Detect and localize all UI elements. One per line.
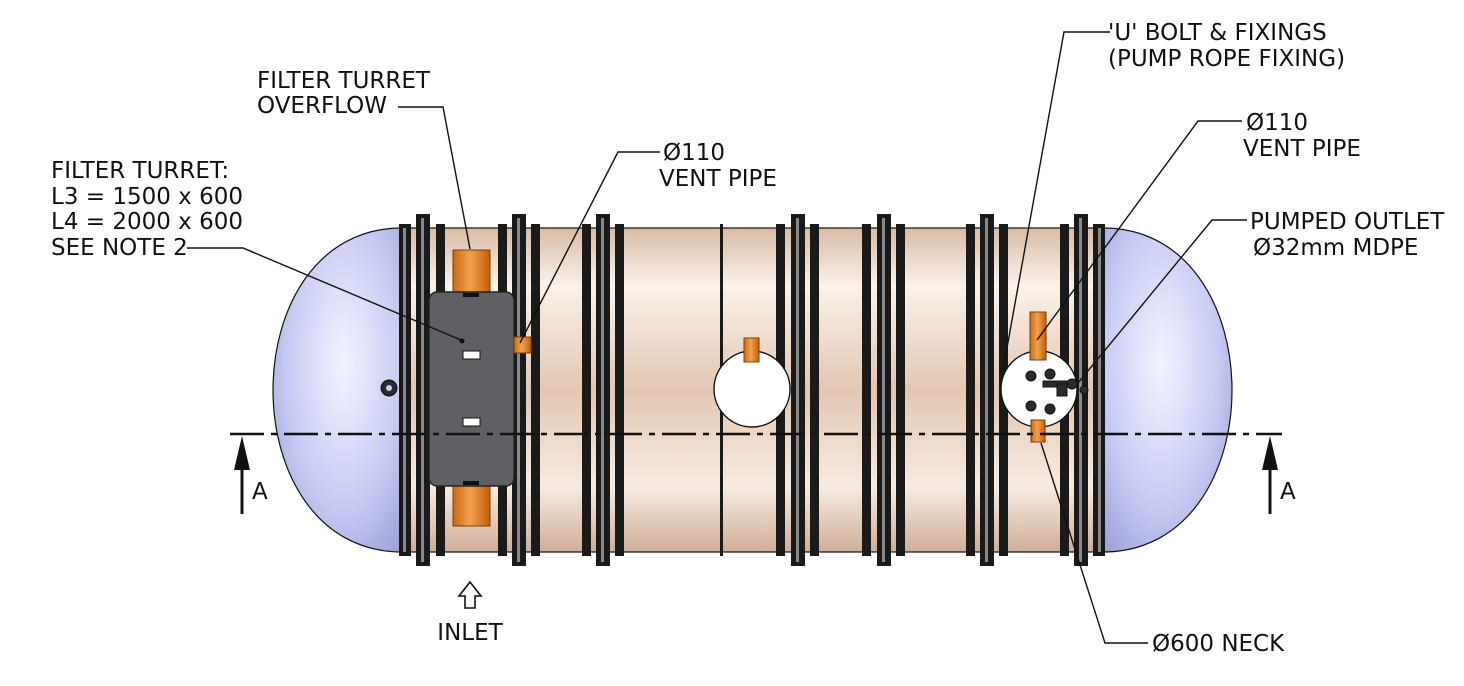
- vent-pipe-right: [1029, 311, 1047, 361]
- up-arrow-outline-icon: [457, 580, 483, 609]
- section-arrow-icon: [234, 436, 1278, 514]
- section-label-left: A: [252, 479, 268, 505]
- pumped-outlet-label: PUMPED OUTLET Ø32mm MDPE: [1250, 209, 1452, 261]
- left-end-dome: [272, 227, 403, 553]
- vent-pipe-left-label: Ø110 VENT PIPE: [659, 140, 777, 192]
- right-end-dome: [1102, 227, 1233, 553]
- central-bracket: [743, 337, 760, 363]
- filter-turret-overflow-label: FILTER TURRET OVERFLOW: [257, 68, 437, 119]
- pump-fittings: [1025, 368, 1089, 415]
- filter-turret: [428, 291, 515, 487]
- vent-pipe-right-label: Ø110 VENT PIPE: [1243, 110, 1361, 162]
- neck-bracket: [1030, 419, 1046, 443]
- turret-slot-top: [462, 350, 481, 360]
- overflow-pipe-bottom: [452, 483, 491, 527]
- u-bolt-label: 'U' BOLT & FIXINGS (PUMP ROPE FIXING): [1108, 20, 1345, 72]
- section-label-right: A: [1280, 479, 1296, 505]
- leader-lines: [187, 31, 1247, 644]
- overflow-pipe-top: [452, 249, 491, 297]
- turret-slot-bottom: [462, 417, 481, 427]
- filter-turret-label: FILTER TURRET: L3 = 1500 x 600 L4 = 2000…: [51, 158, 250, 261]
- inlet-label: INLET: [437, 620, 503, 646]
- neck-label: Ø600 NECK: [1152, 631, 1285, 657]
